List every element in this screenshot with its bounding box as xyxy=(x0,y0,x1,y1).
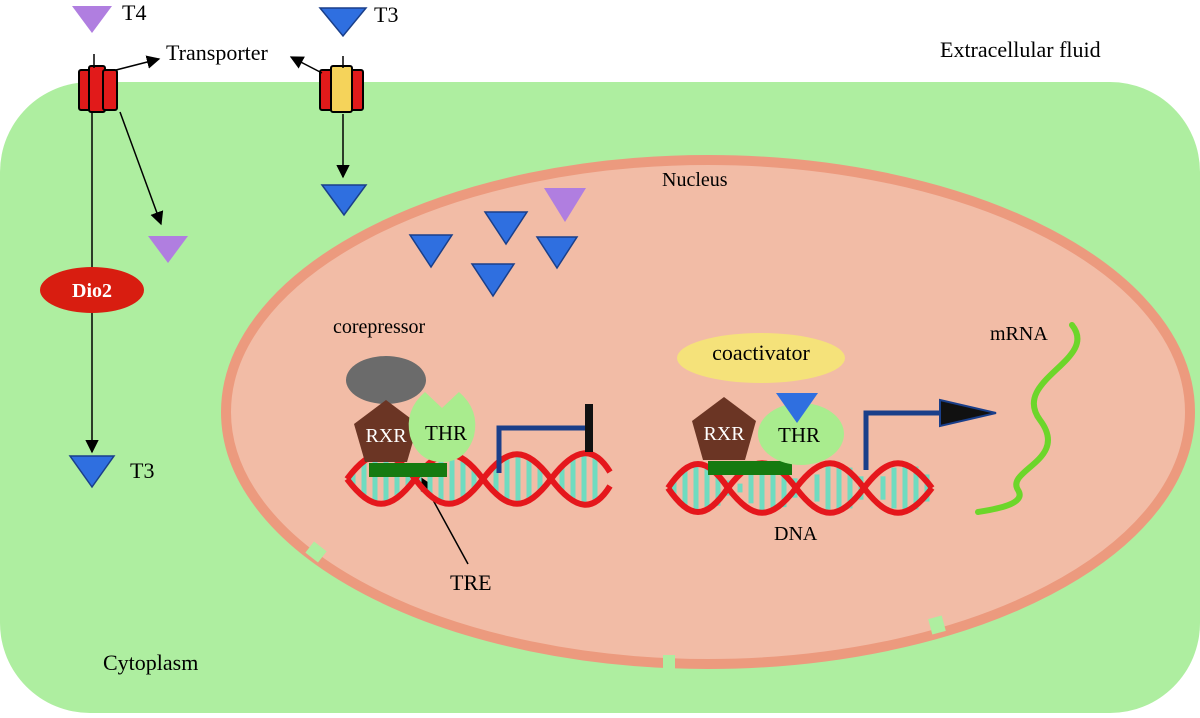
t4-triangle-cytoplasm xyxy=(148,236,188,263)
thr-left xyxy=(408,392,476,462)
rxr-right-label: RXR xyxy=(703,423,745,445)
repression-symbol xyxy=(496,404,593,473)
t4-transporter-label-arrow xyxy=(115,55,161,71)
thr-right-label: THR xyxy=(778,423,820,447)
transporter-label: Transporter xyxy=(166,40,269,65)
t3-triangle-nucleus-4 xyxy=(535,236,579,270)
thr-left-label: THR xyxy=(425,421,467,445)
dio2-enzyme xyxy=(40,267,144,313)
extracellular-fluid-label: Extracellular fluid xyxy=(940,37,1101,62)
dna-label: DNA xyxy=(774,523,818,545)
dio2-label: Dio2 xyxy=(72,280,112,302)
t3-triangle-cytoplasm xyxy=(320,184,368,217)
t3-label-top: T3 xyxy=(374,2,398,27)
t3-triangle-nucleus-3 xyxy=(470,263,516,298)
t4-into-cell-arrow xyxy=(119,111,164,226)
rxr-right xyxy=(692,397,756,460)
t3-triangle-nucleus-2 xyxy=(483,211,529,246)
t4-triangle-nucleus xyxy=(544,188,586,222)
rxr-left xyxy=(354,400,418,462)
t4-triangle-extracellular xyxy=(72,6,112,33)
t3-bound-to-thr xyxy=(776,393,818,423)
corepressor-label: corepressor xyxy=(333,316,426,338)
tre-label: TRE xyxy=(450,570,492,595)
t3-transporter-label-arrow xyxy=(289,56,323,74)
t4-transporter xyxy=(78,65,118,113)
t3-triangle-nucleus-1 xyxy=(408,234,454,269)
mrna-label: mRNA xyxy=(990,323,1048,345)
tre-element-left xyxy=(369,463,447,477)
activation-arrow xyxy=(863,398,997,470)
t4-label: T4 xyxy=(122,0,146,25)
cytoplasm-label: Cytoplasm xyxy=(103,650,198,675)
nucleus-label: Nucleus xyxy=(662,169,728,191)
t3-label-bottom: T3 xyxy=(130,458,154,483)
t3-triangle-produced xyxy=(68,455,116,489)
mrna-strand xyxy=(975,322,1081,515)
rxr-left-label: RXR xyxy=(365,425,407,447)
coactivator xyxy=(677,333,845,383)
corepressor xyxy=(346,356,426,404)
thr-right xyxy=(758,403,844,465)
t3-transporter xyxy=(319,65,364,113)
t3-triangle-extracellular xyxy=(318,7,368,38)
tre-element-right xyxy=(708,461,792,475)
coactivator-label: coactivator xyxy=(712,340,810,365)
